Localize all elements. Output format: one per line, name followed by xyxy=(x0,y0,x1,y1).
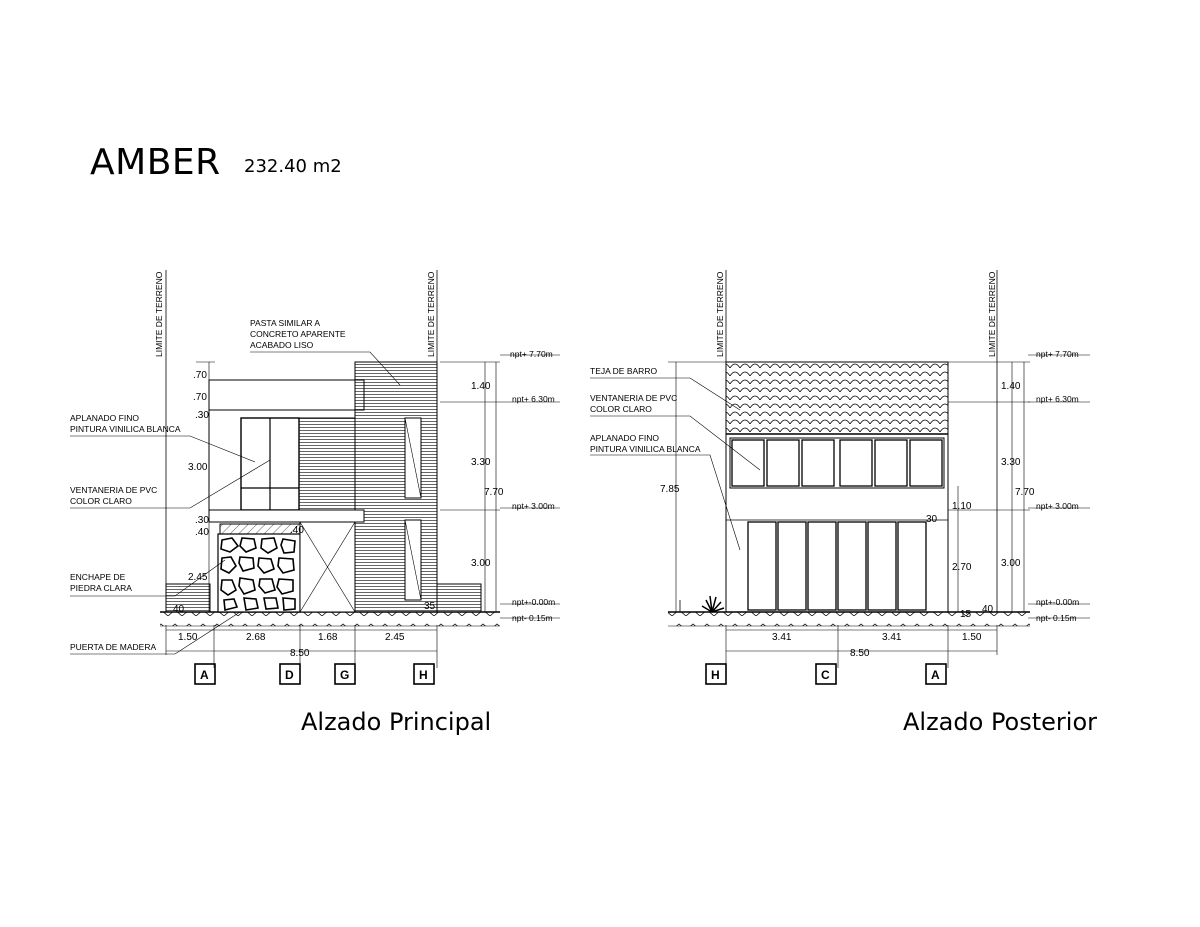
front-level-300: npt+ 3.00m xyxy=(512,501,555,511)
front-dim-l30b: .30 xyxy=(195,515,209,526)
rear-grid-a: A xyxy=(931,668,940,682)
rear-limite-right: LIMITE DE TERRENO xyxy=(987,271,997,357)
rear-annotations: LIMITE DE TERRENO LIMITE DE TERRENO TEJA… xyxy=(590,271,1079,682)
front-dim-300: 3.00 xyxy=(471,558,491,569)
note-rear-ventaneria-1: VENTANERIA DE PVC xyxy=(590,393,677,403)
rear-dim-341b: 3.41 xyxy=(882,632,902,643)
front-grid-h: H xyxy=(419,668,428,682)
front-dim-h150: 1.50 xyxy=(178,632,198,643)
front-dim-h168: 1.68 xyxy=(318,632,338,643)
note-enchape-1: ENCHAPE DE xyxy=(70,572,126,582)
rear-dim-341a: 3.41 xyxy=(772,632,792,643)
rear-dim-785: 7.85 xyxy=(660,484,680,495)
front-dim-h850: 8.50 xyxy=(290,648,310,659)
project-area: 232.40 m2 xyxy=(244,156,342,177)
front-dim-l40a: .40 xyxy=(195,527,209,538)
rear-elevation xyxy=(590,270,1090,685)
rear-dim-850: 8.50 xyxy=(850,648,870,659)
note-ventaneria-2: COLOR CLARO xyxy=(70,496,132,506)
front-grid-a: A xyxy=(200,668,209,682)
note-aplanado-2: PINTURA VINILICA BLANCA xyxy=(70,424,181,434)
note-enchape-2: PIEDRA CLARA xyxy=(70,583,132,593)
front-dim-i35: 35 xyxy=(424,601,436,612)
rear-level-630: npt+ 6.30m xyxy=(1036,394,1079,404)
front-level-015: npt- 0.15m xyxy=(512,613,553,623)
note-pasta-3: ACABADO LISO xyxy=(250,340,314,350)
front-dim-330: 3.30 xyxy=(471,457,491,468)
front-dim-l40b: 40 xyxy=(173,604,185,615)
rear-dim-15: 15 xyxy=(960,609,972,620)
front-grid-d: D xyxy=(285,668,294,682)
note-teja: TEJA DE BARRO xyxy=(590,366,657,376)
front-limite-left: LIMITE DE TERRENO xyxy=(154,271,164,357)
rear-dim-330: 3.30 xyxy=(1001,457,1021,468)
note-rear-aplanado-2: PINTURA VINILICA BLANCA xyxy=(590,444,701,454)
project-title: AMBER xyxy=(90,142,221,183)
front-grid-g: G xyxy=(340,668,349,682)
note-ventaneria-1: VENTANERIA DE PVC xyxy=(70,485,157,495)
rear-dim-40: 40 xyxy=(982,604,994,615)
note-rear-ventaneria-2: COLOR CLARO xyxy=(590,404,652,414)
front-dim-h245: 2.45 xyxy=(385,632,405,643)
rear-dim-300: 3.00 xyxy=(1001,558,1021,569)
rear-grid-h: H xyxy=(711,668,720,682)
rear-dim-270: 2.70 xyxy=(952,562,972,573)
front-annotations: LIMITE DE TERRENO LIMITE DE TERRENO PAST… xyxy=(70,271,555,682)
front-dim-140: 1.40 xyxy=(471,381,491,392)
note-pasta-2: CONCRETO APARENTE xyxy=(250,329,346,339)
note-puerta: PUERTA DE MADERA xyxy=(70,642,156,652)
front-dim-l30a: .30 xyxy=(195,410,209,421)
note-aplanado-1: APLANADO FINO xyxy=(70,413,139,423)
rear-dim-150: 1.50 xyxy=(962,632,982,643)
front-elevation xyxy=(70,270,560,685)
front-dim-i40: .40 xyxy=(290,525,304,536)
front-dim-l245: 2.45 xyxy=(188,572,208,583)
rear-level-770: npt+ 7.70m xyxy=(1036,349,1079,359)
rear-level-300: npt+ 3.00m xyxy=(1036,501,1079,511)
rear-level-015: npt- 0.15m xyxy=(1036,613,1077,623)
rear-dim-110: 1.10 xyxy=(952,501,972,512)
rear-dim-770: 7.70 xyxy=(1015,487,1035,498)
rear-dim-30: 30 xyxy=(926,514,938,525)
rear-level-000: npt+-0.00m xyxy=(1036,597,1079,607)
rear-limite-left: LIMITE DE TERRENO xyxy=(715,271,725,357)
front-dim-l70a: .70 xyxy=(193,370,207,381)
front-dim-l70b: .70 xyxy=(193,392,207,403)
front-elevation-caption: Alzado Principal xyxy=(301,708,492,736)
rear-grid-c: C xyxy=(821,668,830,682)
front-level-770: npt+ 7.70m xyxy=(510,349,553,359)
rear-elevation-caption: Alzado Posterior xyxy=(903,708,1098,736)
front-limite-right: LIMITE DE TERRENO xyxy=(426,271,436,357)
front-dim-l300: 3.00 xyxy=(188,462,208,473)
note-pasta-1: PASTA SIMILAR A xyxy=(250,318,320,328)
front-dim-770: 7.70 xyxy=(484,487,504,498)
front-level-630: npt+ 6.30m xyxy=(512,394,555,404)
front-level-000: npt+-0.00m xyxy=(512,597,555,607)
front-dim-h268: 2.68 xyxy=(246,632,266,643)
rear-dim-140: 1.40 xyxy=(1001,381,1021,392)
note-rear-aplanado-1: APLANADO FINO xyxy=(590,433,659,443)
